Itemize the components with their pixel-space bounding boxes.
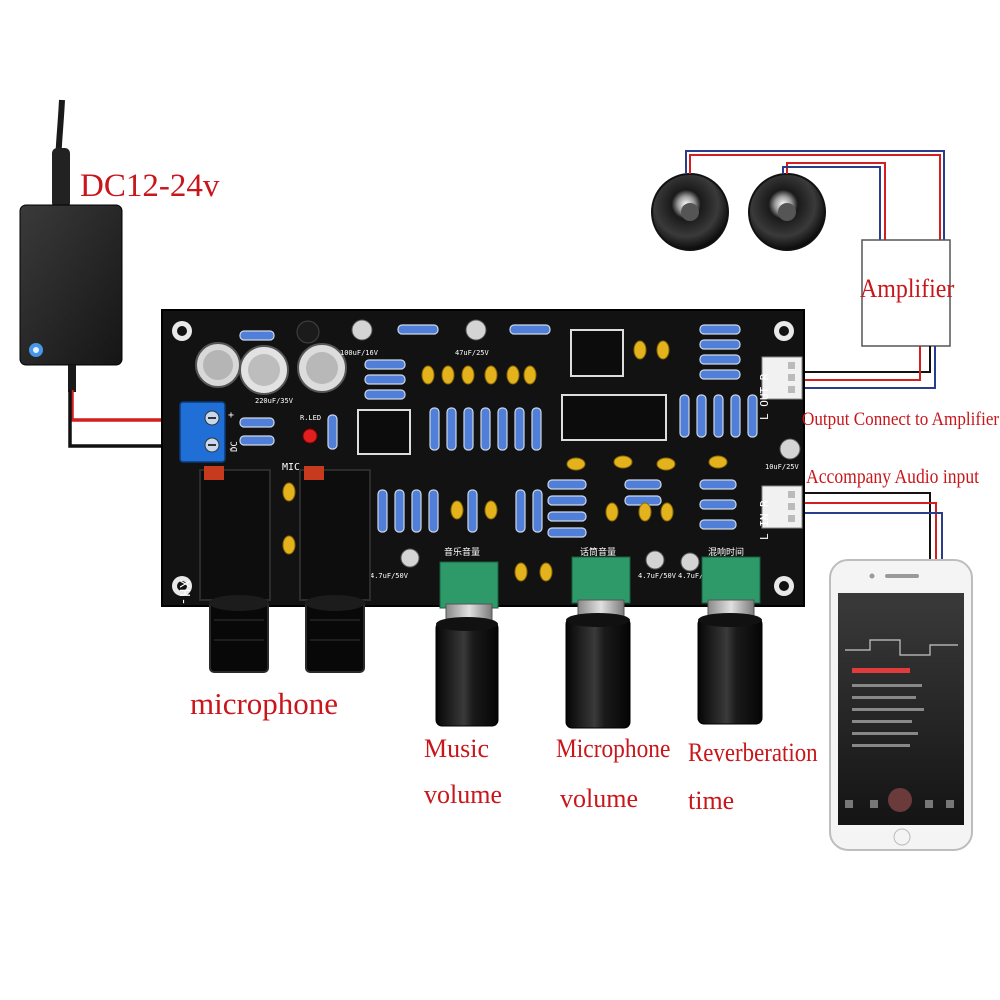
speaker-right	[748, 173, 826, 251]
dc-silk: DC	[230, 441, 240, 452]
microphone-volume-label-line2: volume	[560, 784, 638, 813]
microphone-label: microphone	[190, 686, 339, 721]
reverberation-label-line1: Reverberation	[688, 738, 818, 767]
input-label: Accompany Audio input	[806, 466, 980, 488]
cap-47-silk: 47uF/25V	[455, 349, 490, 357]
cap-4-7a-silk: 4.7uF/50V	[370, 572, 409, 580]
in-silk: L IN R	[758, 500, 771, 540]
power-adapter	[19, 99, 123, 392]
input-wires	[800, 492, 943, 560]
plus-silk: +	[228, 410, 234, 421]
reverberation-label-line2: time	[688, 786, 735, 815]
output-label: Output Connect to Amplifier	[802, 409, 1000, 430]
ceramic-capacitors	[282, 340, 728, 582]
music-volume-knob	[435, 561, 499, 727]
ic-chips	[357, 329, 667, 455]
microphone-volume-label-line1: Microphone	[556, 734, 671, 763]
output-connector	[761, 356, 803, 400]
smartphone	[829, 559, 973, 851]
cap-4-7b-silk: 4.7uF/50V	[638, 572, 677, 580]
reverberation-time-knob	[697, 556, 763, 725]
input-connector	[761, 485, 803, 529]
cap-4-7c-silk: 4.7uF/50V	[678, 572, 717, 580]
pot-music-silk: 音乐音量	[444, 546, 480, 558]
cap-220-silk: 220uF/35V	[255, 397, 294, 405]
electrolytic-capacitors	[195, 319, 801, 572]
dc-terminal	[179, 401, 226, 463]
music-volume-label-line2: volume	[424, 780, 502, 809]
output-wires	[800, 346, 936, 389]
pot-mic-silk: 话筒音量	[580, 546, 616, 558]
mic-silk: MIC	[282, 462, 300, 473]
led	[302, 428, 318, 444]
power-label: DC12-24v	[80, 168, 220, 204]
music-volume-label-line1: Music	[424, 734, 489, 763]
cap-10-silk: 10uF/25V	[765, 463, 800, 471]
microphone-jack-1	[199, 466, 271, 673]
cap-100-silk: 100uF/16V	[340, 349, 379, 357]
amplifier-box	[861, 239, 951, 347]
amplifier-label: Amplifier	[860, 274, 955, 303]
led-silk: R.LED	[300, 414, 321, 422]
power-wires	[68, 390, 195, 448]
minus-silk: -	[228, 444, 234, 455]
speaker-left	[651, 173, 729, 251]
pot-reverb-silk: 混响时间	[708, 546, 744, 558]
microphone-volume-knob	[565, 556, 631, 729]
model-silk: XH-M273	[176, 580, 191, 642]
microphone-jack-2	[299, 466, 371, 673]
out-silk: L OUT R	[758, 373, 771, 420]
